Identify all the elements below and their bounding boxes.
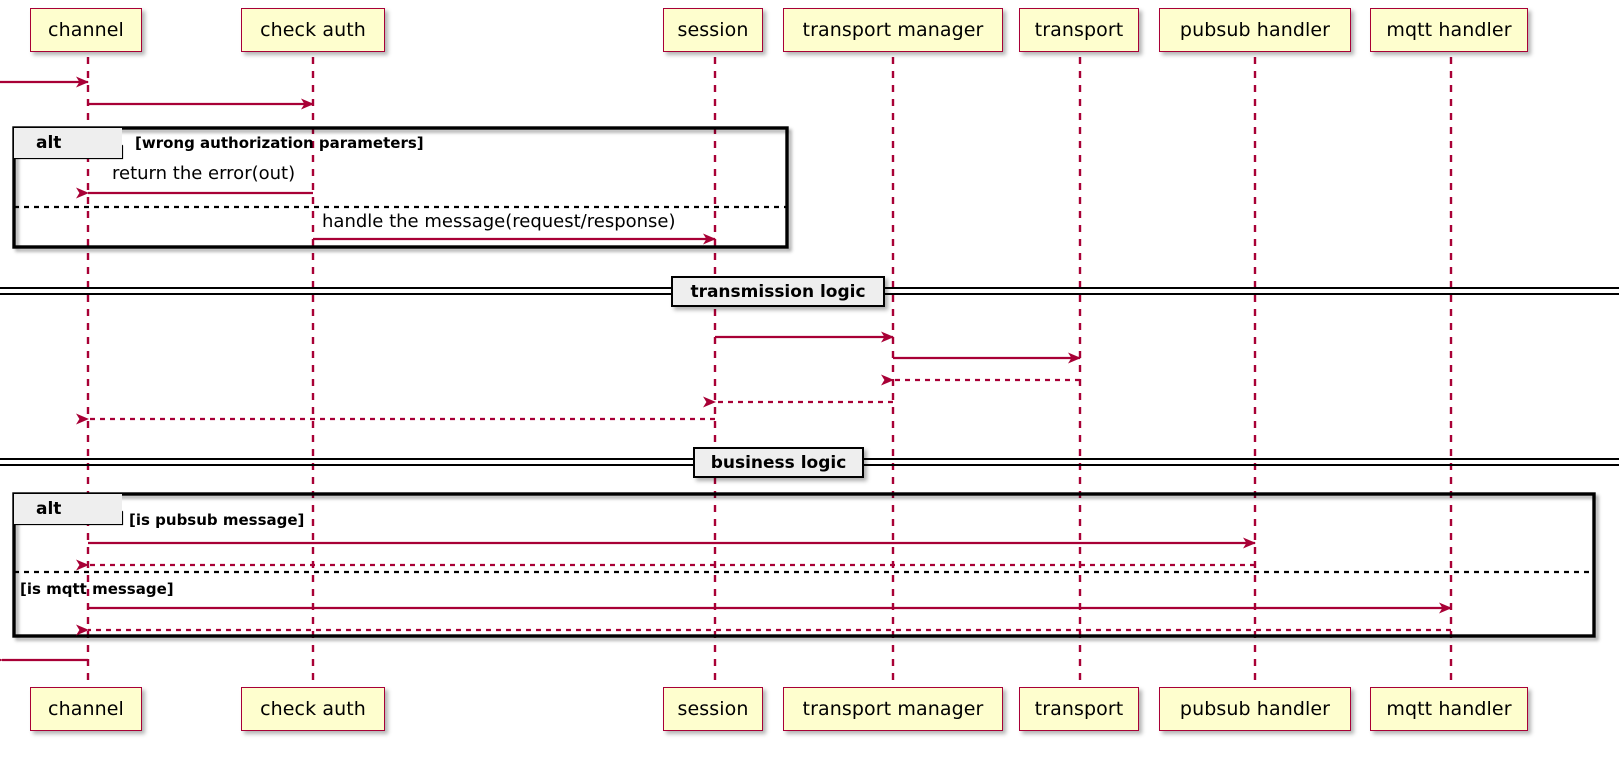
fragment-guard-alt-business-1: [is mqtt message] [20, 580, 174, 598]
participant-footer-session[interactable]: session [663, 687, 763, 731]
participant-header-transport[interactable]: transport [1019, 8, 1139, 52]
participant-label: mqtt handler [1386, 19, 1512, 41]
participant-label: transport [1034, 19, 1124, 41]
fragment-frame-alt-business [12, 492, 1596, 638]
participant-label: session [677, 698, 749, 720]
message-label-m4: handle the message(request/response) [322, 211, 676, 232]
lifelines-group [86, 57, 1453, 686]
fragment-operator-label-alt-auth: alt [14, 128, 122, 158]
participant-header-pubsub_handler[interactable]: pubsub handler [1159, 8, 1351, 52]
fragment-frames-group [12, 126, 1596, 638]
participant-label: transport [1034, 698, 1124, 720]
fragment-guard-alt-business-0: [is pubsub message] [129, 511, 305, 529]
participant-footer-transport[interactable]: transport [1019, 687, 1139, 731]
participant-label: transport manager [802, 19, 984, 41]
participant-label: mqtt handler [1386, 698, 1512, 720]
participant-header-session[interactable]: session [663, 8, 763, 52]
participant-label: channel [48, 19, 124, 41]
participant-footer-mqtt_handler[interactable]: mqtt handler [1370, 687, 1528, 731]
fragment-operator-label-alt-business: alt [14, 494, 122, 524]
participant-header-channel[interactable]: channel [30, 8, 142, 52]
participant-header-mqtt_handler[interactable]: mqtt handler [1370, 8, 1528, 52]
participant-label: check auth [260, 698, 366, 720]
message-label-m3: return the error(out) [112, 163, 296, 184]
participant-footer-transport_manager[interactable]: transport manager [783, 687, 1003, 731]
fragment-guard-alt-auth-0: [wrong authorization parameters] [135, 134, 424, 152]
participant-label: pubsub handler [1179, 19, 1331, 41]
participant-label: transport manager [802, 698, 984, 720]
dividers-group [0, 287, 1619, 466]
participant-label: check auth [260, 19, 366, 41]
participant-footer-pubsub_handler[interactable]: pubsub handler [1159, 687, 1351, 731]
fragment-frame-alt-auth [12, 126, 789, 249]
participant-header-transport_manager[interactable]: transport manager [783, 8, 1003, 52]
participant-header-check_auth[interactable]: check auth [241, 8, 385, 52]
participant-label: channel [48, 698, 124, 720]
divider-business-logic: business logic [693, 447, 864, 478]
participant-footer-check_auth[interactable]: check auth [241, 687, 385, 731]
participant-label: pubsub handler [1179, 698, 1331, 720]
participant-footer-channel[interactable]: channel [30, 687, 142, 731]
participant-label: session [677, 19, 749, 41]
divider-transmission-logic: transmission logic [671, 276, 885, 307]
messages-group [0, 76, 1452, 666]
